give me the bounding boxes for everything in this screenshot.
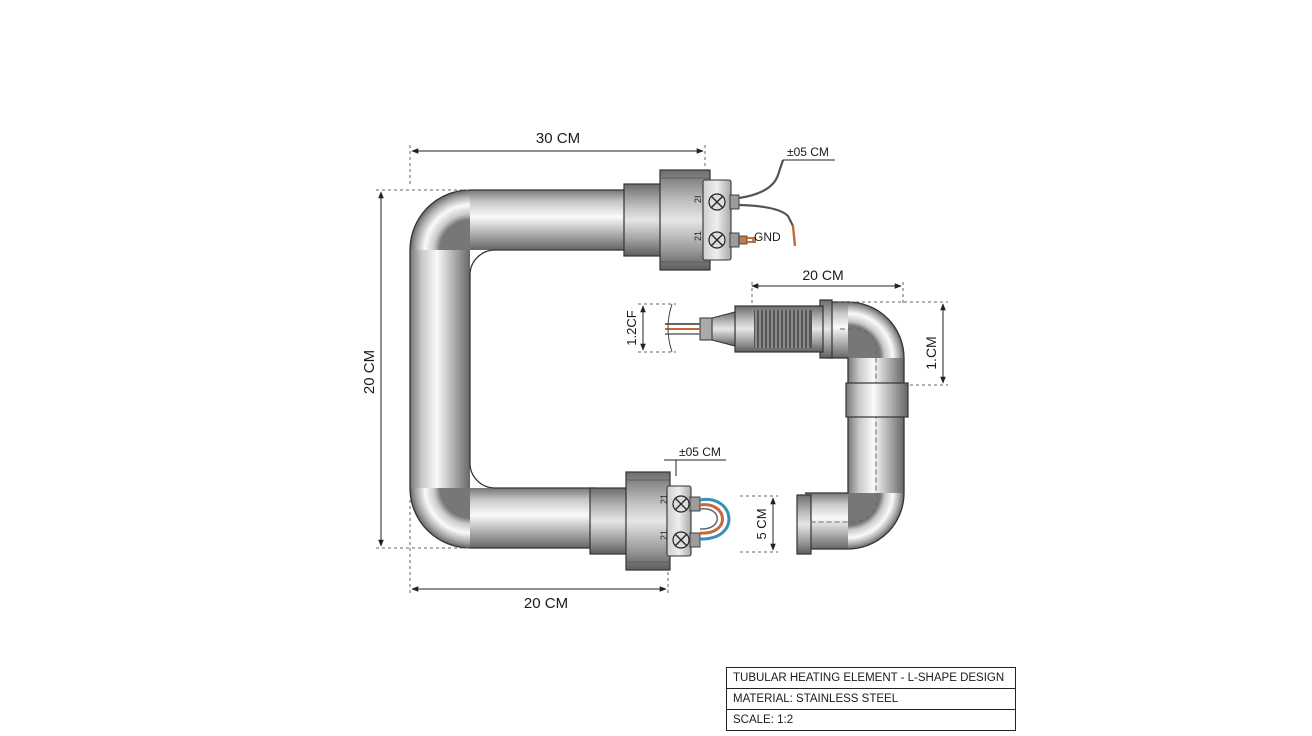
bottom-width-label: 20 CM [524, 595, 568, 612]
right-height-label: 1.CM [923, 336, 939, 369]
title-block-scale: SCALE: 1:2 [727, 709, 1015, 730]
title-block: TUBULAR HEATING ELEMENT - L-SHAPE DESIGN… [726, 667, 1016, 731]
dimension-lines [376, 145, 948, 595]
top-wires [738, 159, 797, 247]
terminal-label: 21 [659, 530, 669, 540]
left-height-label: 20 CM [361, 350, 378, 394]
top-width-label: 30 CM [536, 130, 580, 147]
stub-length-label: 1.2CF [624, 310, 639, 345]
right-width-label: 20 CM [802, 267, 843, 283]
bottom-tolerance-label: ±05 CM [679, 445, 721, 459]
tube-end-cap [796, 494, 812, 555]
top-tolerance-label: ±05 CM [787, 145, 829, 159]
title-block-material: MATERIAL: STAINLESS STEEL [727, 688, 1015, 709]
bottom-left-bend [410, 488, 470, 548]
bottom-wire-loop [699, 498, 731, 541]
top-right-bend [848, 302, 904, 358]
u-shaped-tube [409, 189, 630, 549]
bottom-terminal-fitting: 21 21 [589, 471, 701, 571]
bottom-stub-tube [805, 493, 848, 549]
pipe-collar [845, 382, 909, 418]
vertical-tube [410, 250, 470, 488]
top-left-bend [410, 190, 470, 250]
bottom-right-bend [848, 493, 904, 549]
l-shaped-tube [665, 299, 909, 555]
lead-length-label: 5 CM [754, 508, 769, 539]
top-tube [470, 190, 630, 250]
coil-winding [754, 310, 812, 348]
terminal-label: 2I [693, 195, 703, 203]
top-terminal-fitting: 2I 21 [623, 169, 748, 271]
gnd-label: GND [754, 230, 781, 244]
bottom-tube [470, 488, 595, 548]
terminal-label: 21 [659, 494, 669, 504]
terminal-label: 21 [693, 231, 703, 241]
title-block-title: TUBULAR HEATING ELEMENT - L-SHAPE DESIGN [733, 672, 1005, 684]
